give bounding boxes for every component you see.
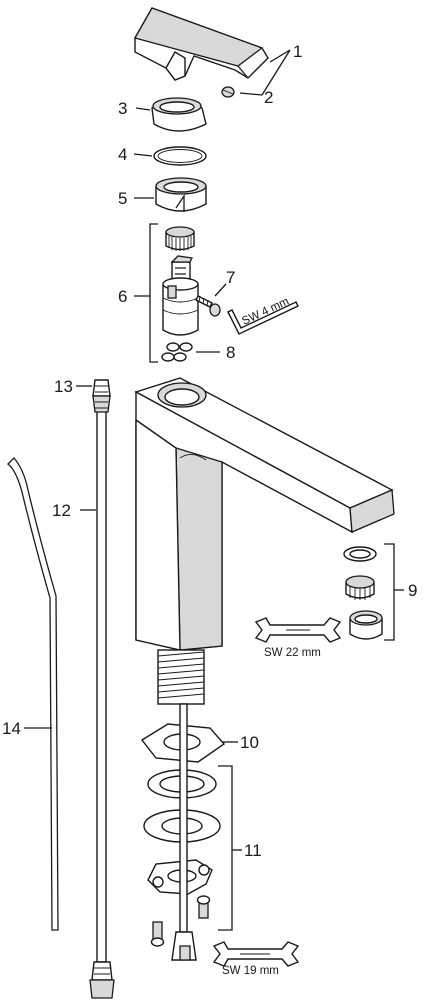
callout-1: 1 [293, 42, 302, 61]
wrench-icon [254, 617, 342, 643]
fixing-screw [195, 295, 221, 317]
o-ring [153, 146, 207, 166]
callout-11: 11 [244, 841, 262, 860]
callout-13: 13 [54, 377, 73, 396]
faucet-body [134, 377, 395, 651]
callout-2: 2 [264, 88, 273, 107]
callout-14: 14 [2, 719, 21, 738]
supply-hose-center [171, 703, 197, 961]
callout-8: 8 [226, 343, 235, 362]
seal-rings [161, 342, 193, 362]
supply-hose [89, 379, 115, 999]
threaded-shank [157, 649, 205, 705]
aerator-set [343, 546, 383, 640]
hex-key-icon [227, 301, 299, 335]
cartridge-assembly [162, 226, 199, 336]
cover-cap [151, 97, 207, 132]
mounting-bolts [150, 895, 211, 947]
pop-up-rod [7, 457, 59, 931]
callout-9: 9 [408, 581, 417, 600]
callout-6: 6 [118, 287, 127, 306]
callout-10: 10 [240, 733, 259, 752]
callout-3: 3 [118, 99, 127, 118]
callout-7: 7 [226, 268, 235, 287]
callout-5: 5 [118, 189, 127, 208]
threaded-ring [155, 177, 207, 212]
wrench-hose-size-label: SW 19 mm [222, 965, 279, 977]
callout-12: 12 [52, 501, 71, 520]
wrench-aerator-size-label: SW 22 mm [264, 647, 321, 659]
wrench-small-icon [212, 941, 300, 967]
handle-lever [134, 7, 269, 81]
grub-screw [221, 86, 235, 98]
callout-4: 4 [118, 145, 127, 164]
